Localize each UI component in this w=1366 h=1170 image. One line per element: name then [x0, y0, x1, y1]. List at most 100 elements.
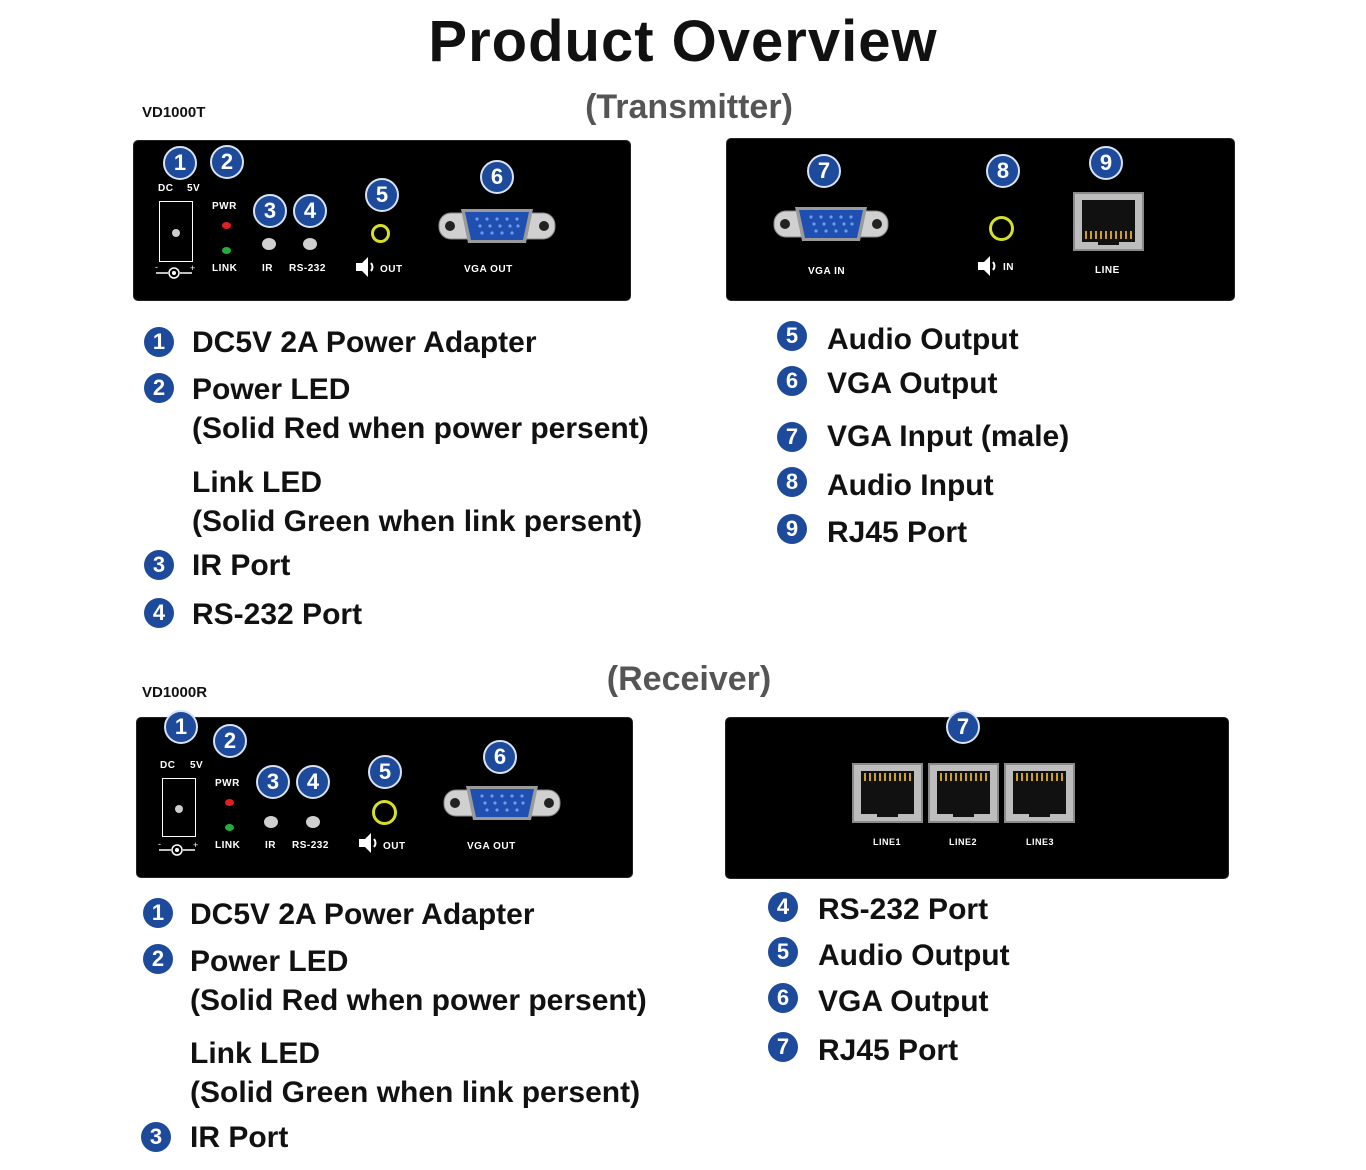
vga-out-label: VGA OUT — [467, 841, 516, 852]
vga-in-label: VGA IN — [808, 266, 846, 277]
speaker-icon — [359, 833, 377, 853]
legend-number: 5 — [768, 937, 798, 967]
receiver-model: VD1000R — [142, 684, 208, 701]
receiver-front-panel: 1 2 DC 5V - + PWR LINK 3 4 IR RS-232 5 O… — [137, 710, 632, 877]
svg-text:+: + — [193, 842, 198, 850]
legend-item: VGA Output — [818, 985, 989, 1018]
legend-item: RS-232 Port — [818, 893, 989, 926]
legend-number: 2 — [144, 373, 174, 403]
badge-6: 6 — [483, 740, 517, 774]
speaker-icon — [978, 256, 996, 276]
badge-4: 4 — [293, 194, 327, 228]
transmitter-front-panel: 1 2 DC 5V - + PWR LINK 3 4 IR RS-232 5 O… — [134, 141, 630, 300]
ir-port[interactable] — [264, 816, 278, 828]
audio-output-jack[interactable] — [372, 800, 397, 825]
badge-4: 4 — [296, 765, 330, 799]
vga-output-port[interactable] — [438, 207, 556, 245]
legend-item-detail: (Solid Red when power persent) — [192, 412, 649, 445]
dc-label: DC — [158, 183, 174, 194]
legend-number: 4 — [768, 892, 798, 922]
svg-text:+: + — [190, 265, 195, 273]
vga-out-label: VGA OUT — [464, 264, 513, 275]
legend-number: 8 — [777, 467, 807, 497]
vga-input-port[interactable] — [773, 205, 889, 243]
legend-item: VGA Input (male) — [827, 420, 1070, 453]
legend-number: 6 — [768, 983, 798, 1013]
link-label: LINK — [215, 840, 241, 851]
legend-item: DC5V 2A Power Adapter — [192, 326, 537, 359]
receiver-rear-panel: 7 LINE1 LINE2 LINE3 — [726, 710, 1228, 878]
dc-power-jack[interactable] — [159, 201, 193, 262]
badge-1: 1 — [163, 146, 197, 180]
legend-number: 1 — [144, 327, 174, 357]
legend-number: 1 — [143, 898, 173, 928]
rj45-port[interactable] — [1073, 192, 1144, 251]
transmitter-model: VD1000T — [142, 104, 206, 121]
line3-label: LINE3 — [1026, 837, 1055, 847]
legend-item: IR Port — [190, 1121, 289, 1154]
dc-label: DC — [160, 760, 176, 771]
ir-port[interactable] — [262, 238, 276, 250]
legend-item: Power LED — [190, 945, 349, 978]
page-title: Product Overview — [428, 9, 938, 74]
legend-item: Audio Output — [827, 323, 1019, 356]
line2-label: LINE2 — [949, 837, 978, 847]
legend-number: 5 — [777, 321, 807, 351]
speaker-icon — [356, 257, 374, 277]
audio-output-jack[interactable] — [371, 224, 390, 243]
5v-label: 5V — [190, 760, 204, 771]
rs232-label: RS-232 — [289, 263, 326, 274]
svg-text:-: - — [155, 265, 158, 272]
out-label: OUT — [380, 264, 403, 275]
legend-item: RS-232 Port — [192, 598, 363, 631]
badge-5: 5 — [365, 178, 399, 212]
receiver-subtitle: (Receiver) — [606, 660, 772, 698]
legend-number: 7 — [777, 422, 807, 452]
legend-item-detail: (Solid Red when power persent) — [190, 984, 647, 1017]
legend-number: 3 — [144, 550, 174, 580]
dc-power-jack[interactable] — [162, 778, 196, 837]
vga-output-port[interactable] — [443, 784, 561, 822]
legend-number: 3 — [141, 1122, 171, 1152]
rj45-port-line2[interactable] — [928, 763, 999, 823]
legend-item: IR Port — [192, 549, 291, 582]
badge-3: 3 — [253, 194, 287, 228]
legend-item: VGA Output — [827, 367, 998, 400]
rs232-label: RS-232 — [292, 840, 329, 851]
link-label: LINK — [212, 263, 238, 274]
badge-3: 3 — [256, 765, 290, 799]
power-led — [222, 222, 231, 229]
legend-number: 7 — [768, 1032, 798, 1062]
svg-text:-: - — [158, 842, 161, 849]
transmitter-rear-panel: 7 VGA IN 8 IN 9 LINE — [727, 139, 1234, 300]
rs232-port[interactable] — [306, 816, 320, 828]
legend-item: Audio Input — [827, 469, 994, 502]
power-led — [225, 799, 234, 806]
legend-item: Audio Output — [818, 939, 1010, 972]
rj45-port-line1[interactable] — [852, 763, 923, 823]
badge-9: 9 — [1089, 146, 1123, 180]
legend-item: Link LED — [190, 1037, 321, 1070]
pwr-label: PWR — [215, 778, 240, 789]
legend-item: Power LED — [192, 373, 351, 406]
audio-input-jack[interactable] — [989, 216, 1014, 241]
badge-5: 5 — [368, 755, 402, 789]
legend-number: 2 — [143, 944, 173, 974]
badge-6: 6 — [480, 160, 514, 194]
link-led — [222, 247, 231, 254]
badge-7: 7 — [807, 154, 841, 188]
ir-label: IR — [262, 263, 273, 274]
legend-item: Link LED — [192, 466, 323, 499]
legend-item-detail: (Solid Green when link persent) — [192, 505, 643, 538]
legend-number: 6 — [777, 366, 807, 396]
legend-number: 4 — [144, 598, 174, 628]
badge-8: 8 — [986, 154, 1020, 188]
in-label: IN — [1003, 262, 1014, 273]
pwr-label: PWR — [212, 201, 237, 212]
badge-2: 2 — [210, 145, 244, 179]
line-label: LINE — [1095, 265, 1120, 276]
rj45-port-line3[interactable] — [1004, 763, 1075, 823]
line1-label: LINE1 — [873, 837, 902, 847]
dc-polarity-icon: - + — [155, 265, 195, 279]
rs232-port[interactable] — [303, 238, 317, 250]
